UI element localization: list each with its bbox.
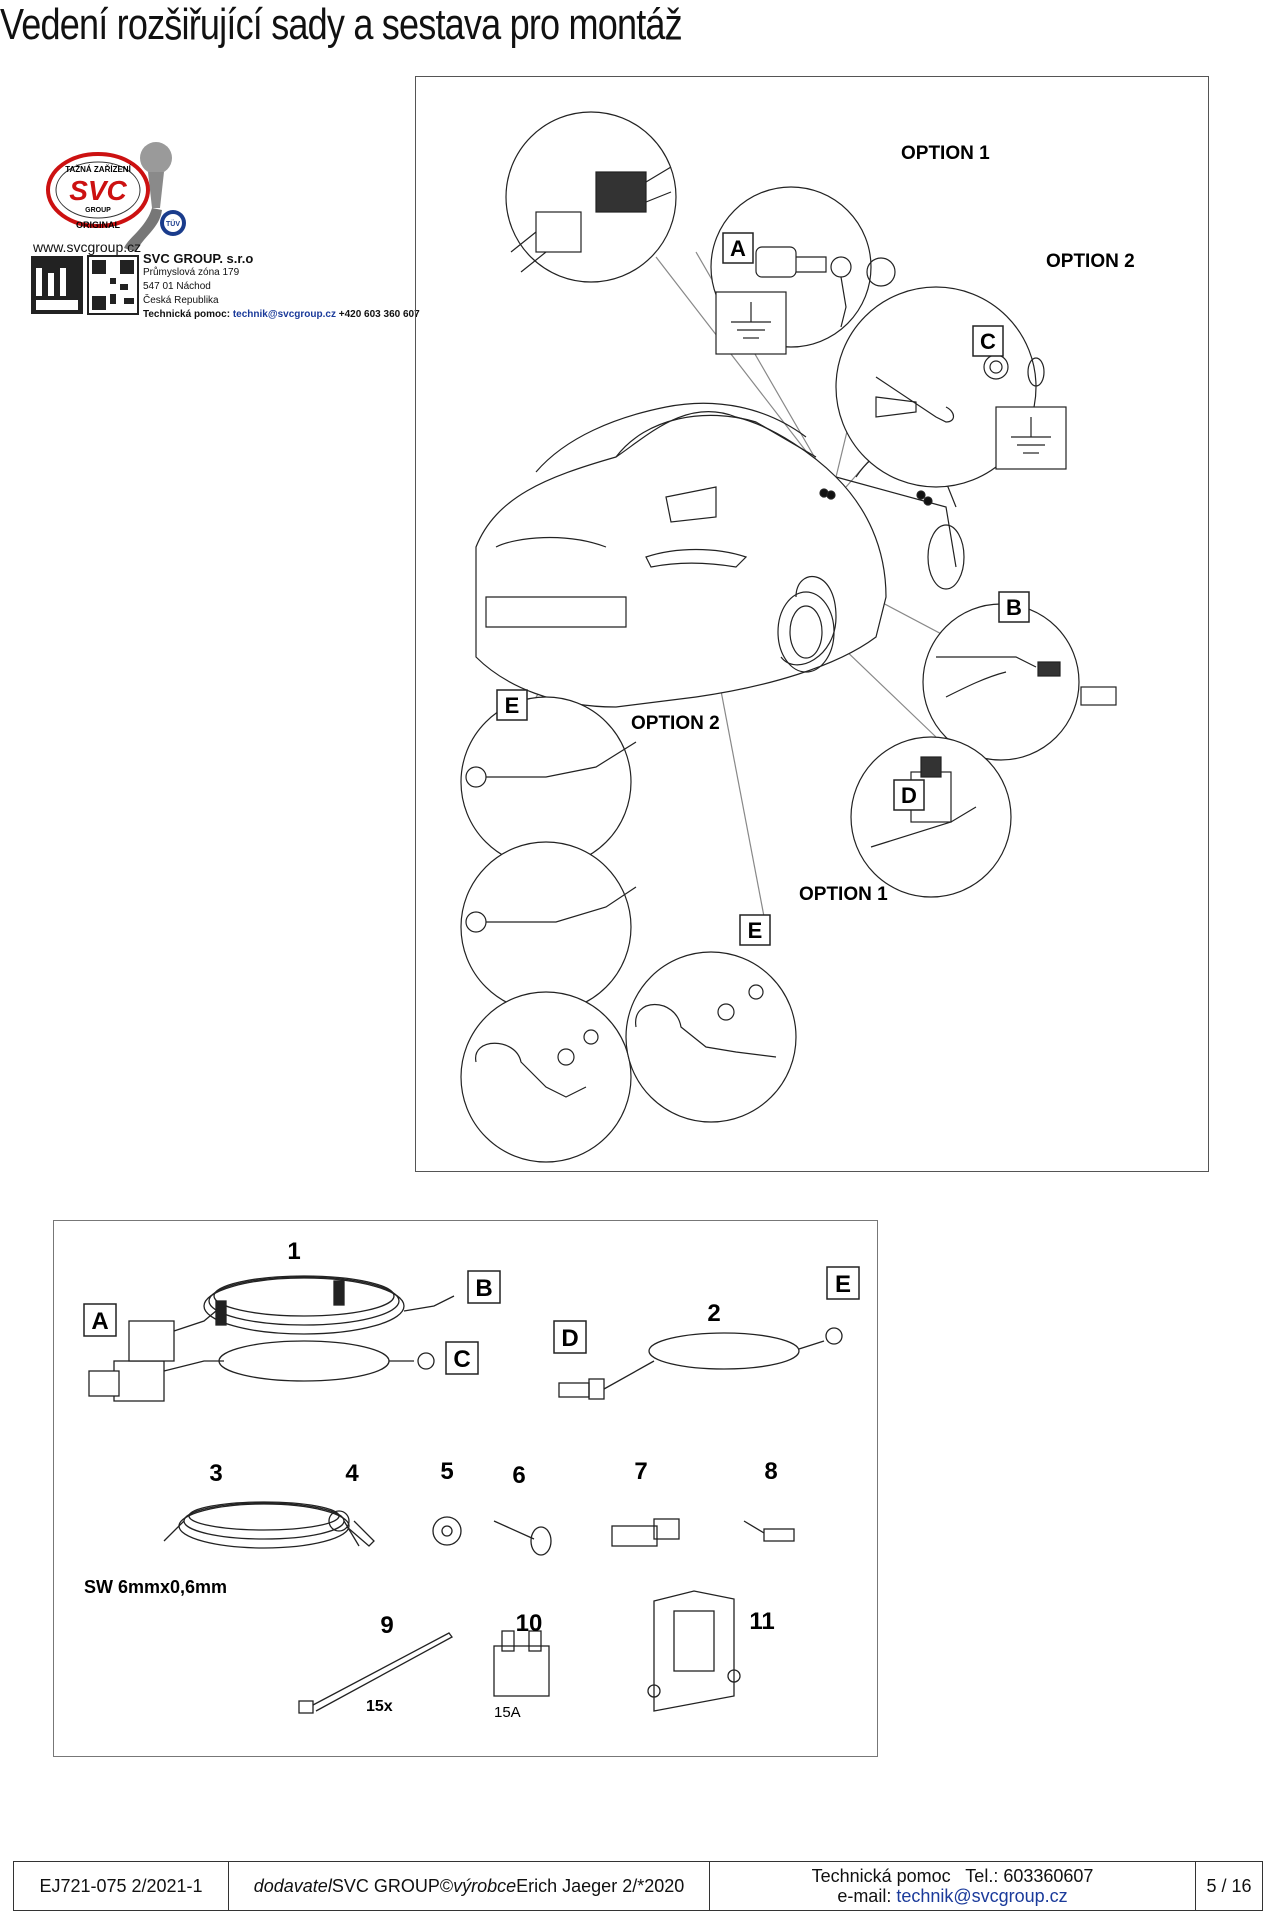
svc-badge: TAŽNÁ ZAŘÍZENÍ SVC GROUP ORIGINAL	[46, 152, 150, 230]
towball-icon	[124, 142, 172, 252]
part-number-6: 6	[512, 1462, 525, 1489]
label-box-a: A	[722, 232, 754, 264]
detail-circle-b	[922, 603, 1080, 761]
page-title: Vedení rozšiřující sady a sestava pro mo…	[0, 0, 683, 49]
part-number-7: 7	[634, 1458, 647, 1485]
fuse-rating-text: 15A	[494, 1704, 521, 1721]
label-box-c: C	[972, 325, 1004, 357]
footer-email-label: e-mail:	[837, 1886, 897, 1906]
parts-list-panel: 1 2 3 4 5 6 7 8 9 10 11 A B C	[53, 1220, 878, 1757]
svg-text:D: D	[561, 1325, 578, 1352]
part-number-9: 9	[380, 1612, 393, 1639]
company-country: Česká Republika	[143, 295, 219, 306]
footer-email-link[interactable]: technik@svcgroup.cz	[896, 1886, 1068, 1906]
svg-text:ORIGINAL: ORIGINAL	[76, 220, 121, 230]
footer-maker-name: Erich Jaeger 2/*2020	[516, 1875, 685, 1896]
svg-text:B: B	[475, 1275, 492, 1302]
part-letter-b: B	[467, 1270, 501, 1304]
part-number-5: 5	[440, 1458, 453, 1485]
label-box-d: D	[893, 779, 925, 811]
detail-circle-e-crimp2	[460, 841, 632, 1013]
ground-symbol-icon	[715, 291, 787, 355]
svg-text:A: A	[730, 236, 746, 261]
svc-logo: TAŽNÁ ZAŘÍZENÍ SVC GROUP ORIGINAL TÜV	[31, 142, 186, 315]
svg-text:TÜV: TÜV	[166, 219, 180, 228]
footer-maker-label: výrobce	[453, 1875, 517, 1896]
parts-list-diagram: 1 2 3 4 5 6 7 8 9 10 11 A B C	[83, 1238, 860, 1721]
svg-text:SVC: SVC	[69, 175, 127, 206]
part-number-2: 2	[707, 1300, 720, 1327]
part-number-8: 8	[764, 1458, 777, 1485]
footer-table: EJ721-075 2/2021-1 dodavatel SVC GROUP©v…	[13, 1861, 1263, 1911]
svg-text:B: B	[1006, 595, 1022, 620]
svg-text:C: C	[980, 329, 996, 354]
factory-icon	[31, 256, 83, 314]
car-illustration	[475, 402, 965, 708]
part-number-3: 3	[209, 1460, 222, 1487]
footer-doc-id: EJ721-075 2/2021-1	[14, 1862, 229, 1910]
company-info: SVC GROUP. s.r.o Průmyslová zóna 179 547…	[143, 252, 420, 322]
tuv-badge-icon: TÜV	[160, 210, 186, 236]
qr-code-icon	[87, 255, 139, 315]
footer-page-number: 5 / 16	[1206, 1875, 1252, 1896]
ground-symbol-icon	[995, 406, 1067, 470]
footer-help-email-line: e-mail: technik@svcgroup.cz	[837, 1886, 1067, 1906]
company-help-line: Technická pomoc: technik@svcgroup.cz +42…	[143, 308, 420, 322]
part-number-11: 11	[749, 1608, 774, 1635]
tie-quantity-text: 15x	[366, 1698, 393, 1715]
detail-circle-d	[850, 736, 1012, 898]
footer-supplier-label: dodavatel	[253, 1875, 332, 1896]
footer-supplier: dodavatel SVC GROUP©výrobce Erich Jaeger…	[229, 1862, 710, 1910]
svg-text:A: A	[91, 1308, 108, 1335]
svg-text:TAŽNÁ ZAŘÍZENÍ: TAŽNÁ ZAŘÍZENÍ	[65, 165, 131, 174]
help-email[interactable]: technik@svcgroup.cz	[232, 309, 336, 320]
help-label: Technická pomoc:	[143, 309, 231, 320]
svg-text:E: E	[835, 1271, 851, 1298]
installation-diagram: A C B D E E OPTION 1 OPTION 2 OPTION 2 O…	[460, 111, 1135, 1163]
footer-help: Technická pomoc Tel.: 603360607 e-mail: …	[710, 1862, 1196, 1910]
svg-text:D: D	[901, 783, 917, 808]
option-2-top-caption: OPTION 2	[1046, 251, 1135, 272]
svg-text:E: E	[505, 693, 520, 718]
footer-help-phone: Technická pomoc Tel.: 603360607	[811, 1866, 1094, 1886]
label-box-b: B	[998, 591, 1030, 623]
installation-diagram-panel: A C B D E E OPTION 1 OPTION 2 OPTION 2 O…	[415, 76, 1209, 1172]
label-box-e-left: E	[496, 689, 528, 721]
part-letter-a: A	[83, 1303, 117, 1337]
footer-supplier-name: SVC GROUP©	[331, 1875, 454, 1896]
svg-text:C: C	[453, 1346, 470, 1373]
option-1-top-caption: OPTION 1	[901, 143, 990, 164]
part-letter-c: C	[445, 1341, 479, 1375]
part-number-1: 1	[287, 1238, 300, 1265]
detail-circle-e-terminal	[460, 991, 632, 1163]
company-name: SVC GROUP. s.r.o	[143, 251, 254, 266]
part-number-10: 10	[516, 1610, 543, 1637]
help-phone: +420 603 360 607	[338, 309, 420, 320]
option-1-mid-caption: OPTION 1	[799, 884, 888, 905]
detail-circle-a	[505, 111, 677, 283]
label-box-e-right: E	[739, 914, 771, 946]
svg-text:E: E	[748, 918, 763, 943]
part-letter-d: D	[553, 1320, 587, 1354]
svg-text:GROUP: GROUP	[85, 207, 111, 214]
part-number-4: 4	[345, 1460, 359, 1487]
website-url[interactable]: www.svcgroup.cz	[33, 239, 142, 255]
cable-spec-text: SW 6mmx0,6mm	[84, 1577, 227, 1597]
company-city: 547 01 Náchod	[143, 281, 211, 292]
option-2-left-caption: OPTION 2	[631, 713, 720, 734]
company-street: Průmyslová zóna 179	[143, 267, 240, 278]
detail-circle-e-opt1	[625, 951, 797, 1123]
part-letter-e: E	[826, 1266, 860, 1300]
